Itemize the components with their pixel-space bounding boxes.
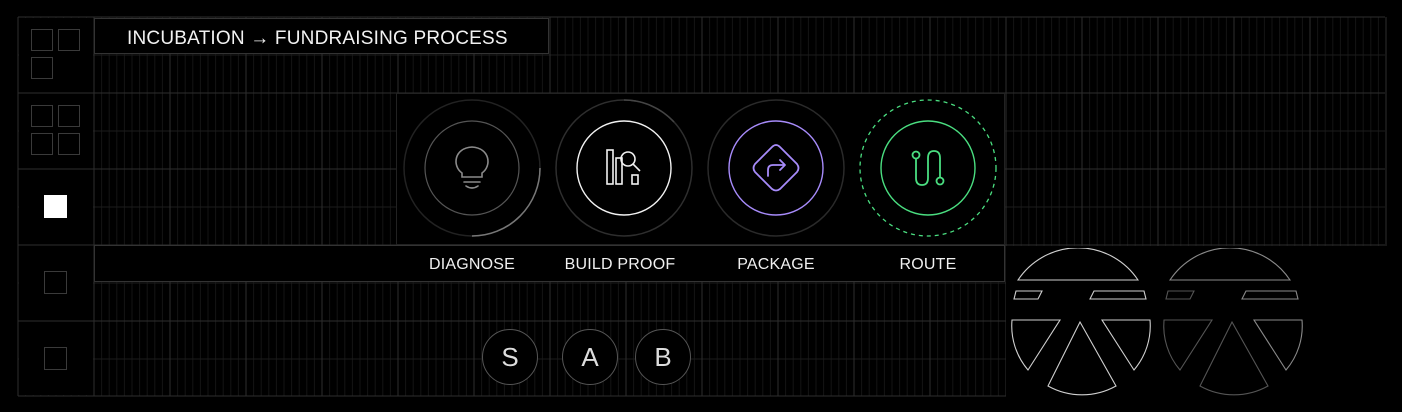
step-diagnose [402, 98, 542, 238]
chart-search-icon [606, 149, 641, 185]
step-build-proof [554, 98, 694, 238]
page-title: INCUBATION → FUNDRAISING PROCESS [127, 28, 508, 49]
route-icon [911, 150, 945, 186]
left-square [31, 57, 53, 79]
left-square [58, 133, 80, 155]
left-square [31, 29, 53, 51]
left-square [58, 105, 80, 127]
step-label-build-proof: BUILD PROOF [564, 256, 676, 273]
step-package [706, 98, 846, 238]
brand-logo-mark [1011, 248, 1151, 396]
labels-band [94, 245, 1005, 282]
active-indicator-square [44, 195, 67, 218]
title-box: INCUBATION → FUNDRAISING PROCESS [94, 18, 549, 54]
lightbulb-icon [455, 146, 489, 189]
left-square [44, 271, 67, 294]
diamond-arrow-icon [752, 144, 800, 192]
left-square [31, 105, 53, 127]
left-square [31, 133, 53, 155]
logo-area-mask [1006, 246, 1402, 412]
step-route [858, 98, 998, 238]
step-label-route: ROUTE [899, 256, 957, 273]
brand-logo-mark-faded [1163, 248, 1303, 396]
grade-circle-s: S [482, 329, 538, 385]
grade-circle-b: B [635, 329, 691, 385]
left-square [58, 29, 80, 51]
step-label-diagnose: DIAGNOSE [428, 256, 516, 273]
step-label-package: PACKAGE [737, 256, 815, 273]
grade-circle-a: A [562, 329, 618, 385]
steps-panel [396, 93, 1005, 245]
left-square [44, 347, 67, 370]
